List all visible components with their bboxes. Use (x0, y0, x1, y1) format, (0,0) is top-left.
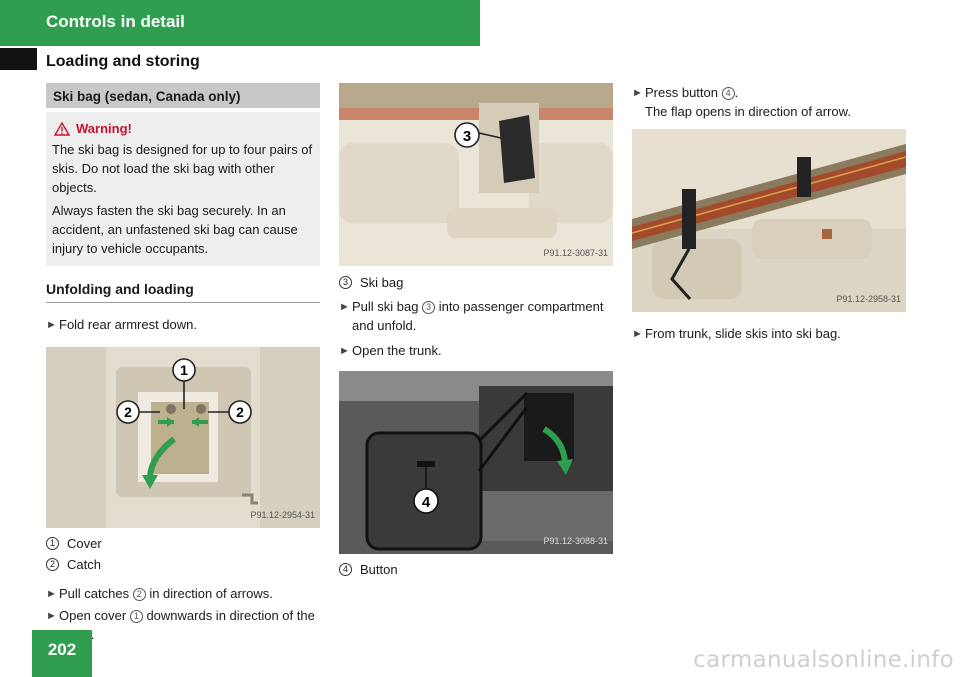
legend-cover: 1 Cover (46, 534, 320, 553)
image-code: P91.12-3087-31 (543, 248, 608, 258)
legend-number: 4 (339, 563, 352, 576)
step-pull-catches: ► Pull catches 2 in direction of arrows. (46, 584, 320, 604)
step-arrow-icon: ► (632, 328, 643, 340)
trunk-photo: 4 P91.12-3088-31 (339, 371, 613, 554)
step-text: Press button 4.The flap opens in directi… (645, 85, 851, 119)
callout-2-right (228, 400, 252, 424)
callout-3-label: 3 (463, 128, 471, 145)
legend-button: 4 Button (339, 560, 613, 579)
callout-2-left (116, 400, 140, 424)
step-press-button: ► Press button 4.The flap opens in direc… (632, 83, 906, 121)
inline-number: 2 (132, 588, 146, 601)
step-text: Open the trunk. (352, 343, 442, 358)
page-number: 202 (47, 640, 77, 659)
unfolding-heading: Unfolding and loading (46, 280, 320, 303)
step-text: Fold rear armrest down. (59, 317, 197, 332)
step-arrow-icon: ► (632, 87, 643, 99)
step-arrow-icon: ► (46, 319, 57, 331)
inline-number: 3 (422, 301, 436, 314)
step-arrow-icon: ► (339, 301, 350, 313)
column-2: 3 P91.12-3087-31 3 Ski bag ► Pull ski ba… (339, 83, 613, 579)
callout-4-label: 4 (422, 494, 431, 511)
legend-number: 1 (46, 537, 59, 550)
page-number-box: 202 (32, 630, 92, 677)
image-code: P91.12-3088-31 (543, 536, 608, 546)
warning-triangle-icon (54, 121, 70, 136)
step-text: Open cover 1 downwards in direction of t… (59, 608, 315, 642)
legend-number: 2 (46, 558, 59, 571)
step-text: Pull catches 2 in direction of arrows. (59, 586, 273, 601)
callout-4 (413, 488, 439, 514)
section-title: Loading and storing (46, 53, 200, 70)
legend-text: Catch (67, 557, 101, 572)
step-fold-armrest: ► Fold rear armrest down. (46, 315, 320, 335)
inline-number: 4 (721, 87, 735, 100)
armrest-photo: 1 2 2 P91.12-2954-31 (46, 347, 320, 528)
step-pull-ski-bag: ► Pull ski bag 3 into passenger compartm… (339, 297, 613, 335)
step-arrow-icon: ► (46, 610, 57, 622)
legend-number: 3 (339, 276, 352, 289)
callout-1 (172, 358, 196, 382)
callout-2-right-label: 2 (236, 404, 244, 420)
warning-paragraph-1: The ski bag is designed for up to four p… (52, 142, 313, 195)
legend-ski-bag: 3 Ski bag (339, 273, 613, 292)
legend-text: Ski bag (360, 275, 404, 290)
header-bar: Controls in detail (0, 0, 480, 46)
warning-paragraph-2: Always fasten the ski bag securely. In a… (52, 203, 298, 256)
ski-bag-loaded-illustration (632, 129, 906, 312)
rear-seat-photo: 3 P91.12-3087-31 (339, 83, 613, 266)
callout-2-left-label: 2 (124, 404, 132, 420)
step-arrow-icon: ► (339, 345, 350, 357)
column-1: Ski bag (sedan, Canada only) Warning! Th… (46, 83, 320, 644)
inline-number: 1 (129, 610, 143, 623)
image-code: P91.12-2958-31 (836, 294, 901, 304)
step-arrow-icon: ► (46, 588, 57, 600)
step-open-trunk: ► Open the trunk. (339, 341, 613, 361)
image-code: P91.12-2954-31 (250, 510, 315, 520)
legend-catch: 2 Catch (46, 555, 320, 574)
warning-box: Warning! The ski bag is designed for up … (46, 112, 320, 266)
ski-bag-heading: Ski bag (sedan, Canada only) (46, 83, 320, 108)
trunk-illustration: 4 (339, 371, 613, 554)
callout-1-label: 1 (180, 362, 188, 378)
watermark: carmanualsonline.info (693, 647, 954, 673)
warning-title-row: Warning! (52, 119, 314, 138)
chapter-title: Controls in detail (46, 12, 185, 31)
legend-text: Button (360, 562, 398, 577)
section-tab-marker (0, 48, 37, 70)
ski-bag-seat-illustration: 3 (339, 83, 613, 266)
step-text: From trunk, slide skis into ski bag. (645, 326, 841, 341)
callout-3 (454, 122, 480, 148)
column-3: ► Press button 4.The flap opens in direc… (632, 83, 906, 344)
ski-bag-photo: P91.12-2958-31 (632, 129, 906, 312)
armrest-illustration: 1 2 2 (46, 347, 320, 528)
legend-text: Cover (67, 536, 102, 551)
step-slide-skis: ► From trunk, slide skis into ski bag. (632, 324, 906, 344)
step-text: Pull ski bag 3 into passenger compartmen… (352, 299, 604, 333)
warning-title: Warning! (76, 121, 132, 136)
